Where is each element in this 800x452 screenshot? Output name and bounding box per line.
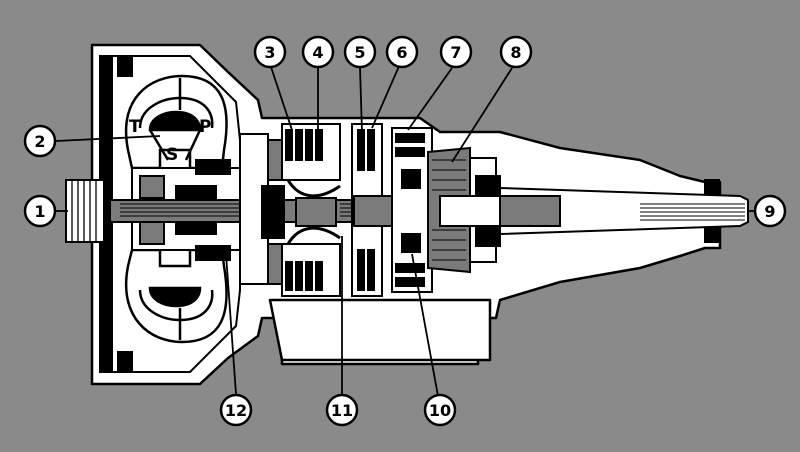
callout-10-label: 10: [429, 401, 451, 420]
callout-12-label: 12: [225, 401, 247, 420]
input-hub: [65, 159, 111, 263]
callout-5-label: 5: [354, 43, 365, 62]
pump-label: P: [199, 117, 211, 137]
stator-label: S: [166, 145, 178, 165]
callout-4-label: 4: [312, 43, 323, 62]
leader-lines: [54, 63, 756, 397]
callout-1: 1: [23, 194, 57, 228]
callout-11-label: 11: [331, 401, 353, 420]
callout-7: 7: [439, 35, 473, 69]
callout-8: 8: [499, 35, 533, 69]
callout-4: 4: [301, 35, 335, 69]
callout-10: 10: [423, 393, 457, 427]
callout-5: 5: [343, 35, 377, 69]
callout-3: 3: [253, 35, 287, 69]
callout-9-label: 9: [764, 202, 775, 221]
output-shaft: [439, 179, 749, 243]
callouts: 1 2 3 4 5 6 7 8: [23, 35, 787, 427]
callout-6-label: 6: [396, 43, 407, 62]
callout-3-label: 3: [264, 43, 275, 62]
callout-11: 11: [325, 393, 359, 427]
front-pump: [239, 133, 285, 285]
torque-converter-upper: [125, 74, 228, 170]
callout-8-label: 8: [510, 43, 521, 62]
callout-12: 12: [219, 393, 253, 427]
callout-6: 6: [385, 35, 419, 69]
turbine-label: T: [129, 117, 141, 137]
callout-2: 2: [23, 124, 57, 158]
callout-2-label: 2: [34, 132, 45, 151]
rear-clutch: [351, 123, 405, 297]
torque-converter-lower: [125, 248, 228, 344]
callout-9: 9: [753, 194, 787, 228]
front-clutch: [281, 123, 341, 297]
converter-letters: T P S: [129, 117, 211, 165]
callout-7-label: 7: [450, 43, 461, 62]
callout-1-label: 1: [34, 202, 45, 221]
